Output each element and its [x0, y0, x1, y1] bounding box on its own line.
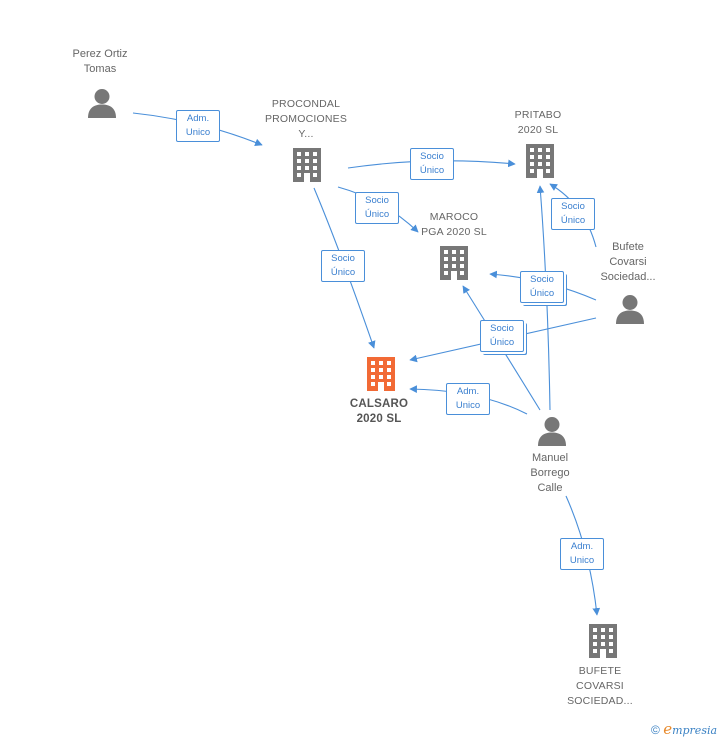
building-icon[interactable] [293, 148, 321, 182]
node-label-perez[interactable]: Perez Ortiz Tomas [72, 48, 128, 75]
building-icon[interactable] [589, 624, 617, 658]
node-label-calsaro[interactable]: CALSARO 2020 SL [349, 398, 409, 425]
edge-label-bufete-pritabo[interactable]: Socio Único [551, 198, 595, 230]
edge-label-manuel-bufete[interactable]: Adm. Unico [560, 538, 604, 570]
person-icon[interactable] [538, 417, 566, 446]
node-label-maroco[interactable]: MAROCO PGA 2020 SL [421, 211, 487, 238]
building-icon[interactable] [526, 144, 554, 178]
node-label-manuel[interactable]: Manuel Borrego Calle [530, 452, 570, 494]
person-icon[interactable] [88, 89, 116, 118]
node-label-bufete-person[interactable]: Bufete Covarsi Sociedad... [600, 241, 656, 283]
edge-label-bufete-calsaro[interactable]: Socio Único [480, 320, 524, 352]
edge-label-manuel-calsaro[interactable]: Adm. Unico [446, 383, 490, 415]
edge-label-procondal-maroco[interactable]: Socio Único [355, 192, 399, 224]
node-label-procondal[interactable]: PROCONDAL PROMOCIONES Y... [264, 98, 348, 140]
edge-label-perez-procondal[interactable]: Adm. Unico [176, 110, 220, 142]
node-label-pritabo[interactable]: PRITABO 2020 SL [514, 109, 562, 136]
edge-label-procondal-pritabo[interactable]: Socio Único [410, 148, 454, 180]
edge-label-bufete-maroco[interactable]: Socio Único [520, 271, 564, 303]
brand-footer[interactable]: © empresia [651, 720, 717, 738]
brand-initial: e [663, 720, 673, 738]
copyright-icon: © [651, 723, 660, 737]
building-icon[interactable] [440, 246, 468, 280]
person-icon[interactable] [616, 295, 644, 324]
edge-label-procondal-calsaro[interactable]: Socio Único [321, 250, 365, 282]
node-label-bufete-company[interactable]: BUFETE COVARSI SOCIEDAD... [567, 665, 633, 707]
building-icon-focus[interactable] [367, 357, 395, 391]
brand-name: mpresia [672, 724, 718, 737]
